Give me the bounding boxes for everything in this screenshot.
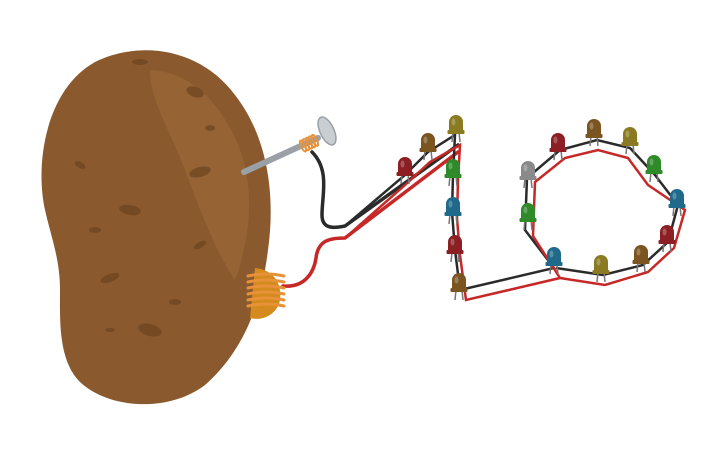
coil-turn bbox=[246, 278, 286, 284]
led bbox=[549, 133, 567, 161]
potato-spot bbox=[132, 59, 148, 65]
led bbox=[450, 273, 468, 301]
potato-spots bbox=[74, 59, 215, 337]
coil-turn bbox=[246, 302, 286, 308]
led bbox=[446, 235, 464, 263]
coil-turn bbox=[246, 296, 286, 302]
coil-turn bbox=[246, 290, 286, 296]
coil-turn bbox=[310, 133, 320, 147]
led bbox=[645, 155, 663, 183]
nail-head bbox=[317, 116, 337, 146]
led bbox=[444, 159, 462, 187]
leds bbox=[396, 115, 686, 301]
led bbox=[519, 161, 537, 189]
wires bbox=[281, 132, 687, 302]
potato-spot bbox=[105, 328, 115, 332]
potato-spot bbox=[100, 272, 120, 284]
zinc-nail bbox=[241, 116, 337, 175]
copper-coil bbox=[246, 272, 286, 308]
led bbox=[396, 157, 414, 185]
led bbox=[545, 247, 563, 275]
led bbox=[444, 197, 462, 225]
potato bbox=[41, 50, 271, 405]
led bbox=[447, 115, 465, 143]
potato-spot bbox=[193, 240, 207, 250]
potato-spot bbox=[169, 299, 181, 305]
led bbox=[519, 203, 537, 231]
potato-spot bbox=[186, 86, 204, 98]
led bbox=[419, 133, 437, 161]
copper-electrode bbox=[246, 268, 286, 319]
nail-shaft bbox=[241, 135, 321, 175]
led bbox=[632, 245, 650, 273]
potato-spot bbox=[138, 323, 162, 337]
led bbox=[585, 119, 603, 147]
potato-spot bbox=[74, 161, 86, 169]
potato-spot bbox=[119, 204, 141, 216]
led bbox=[621, 127, 639, 155]
negative-wire bbox=[310, 143, 460, 230]
potato-spot bbox=[205, 125, 215, 131]
led bbox=[668, 189, 686, 217]
nail-coil bbox=[298, 133, 320, 153]
led bbox=[658, 225, 676, 253]
led bbox=[592, 255, 610, 283]
coil-turn bbox=[246, 284, 286, 290]
coil-turn bbox=[246, 272, 286, 278]
potato-spot bbox=[189, 166, 211, 178]
positive-wire bbox=[281, 150, 460, 288]
potato-spot bbox=[89, 227, 101, 233]
